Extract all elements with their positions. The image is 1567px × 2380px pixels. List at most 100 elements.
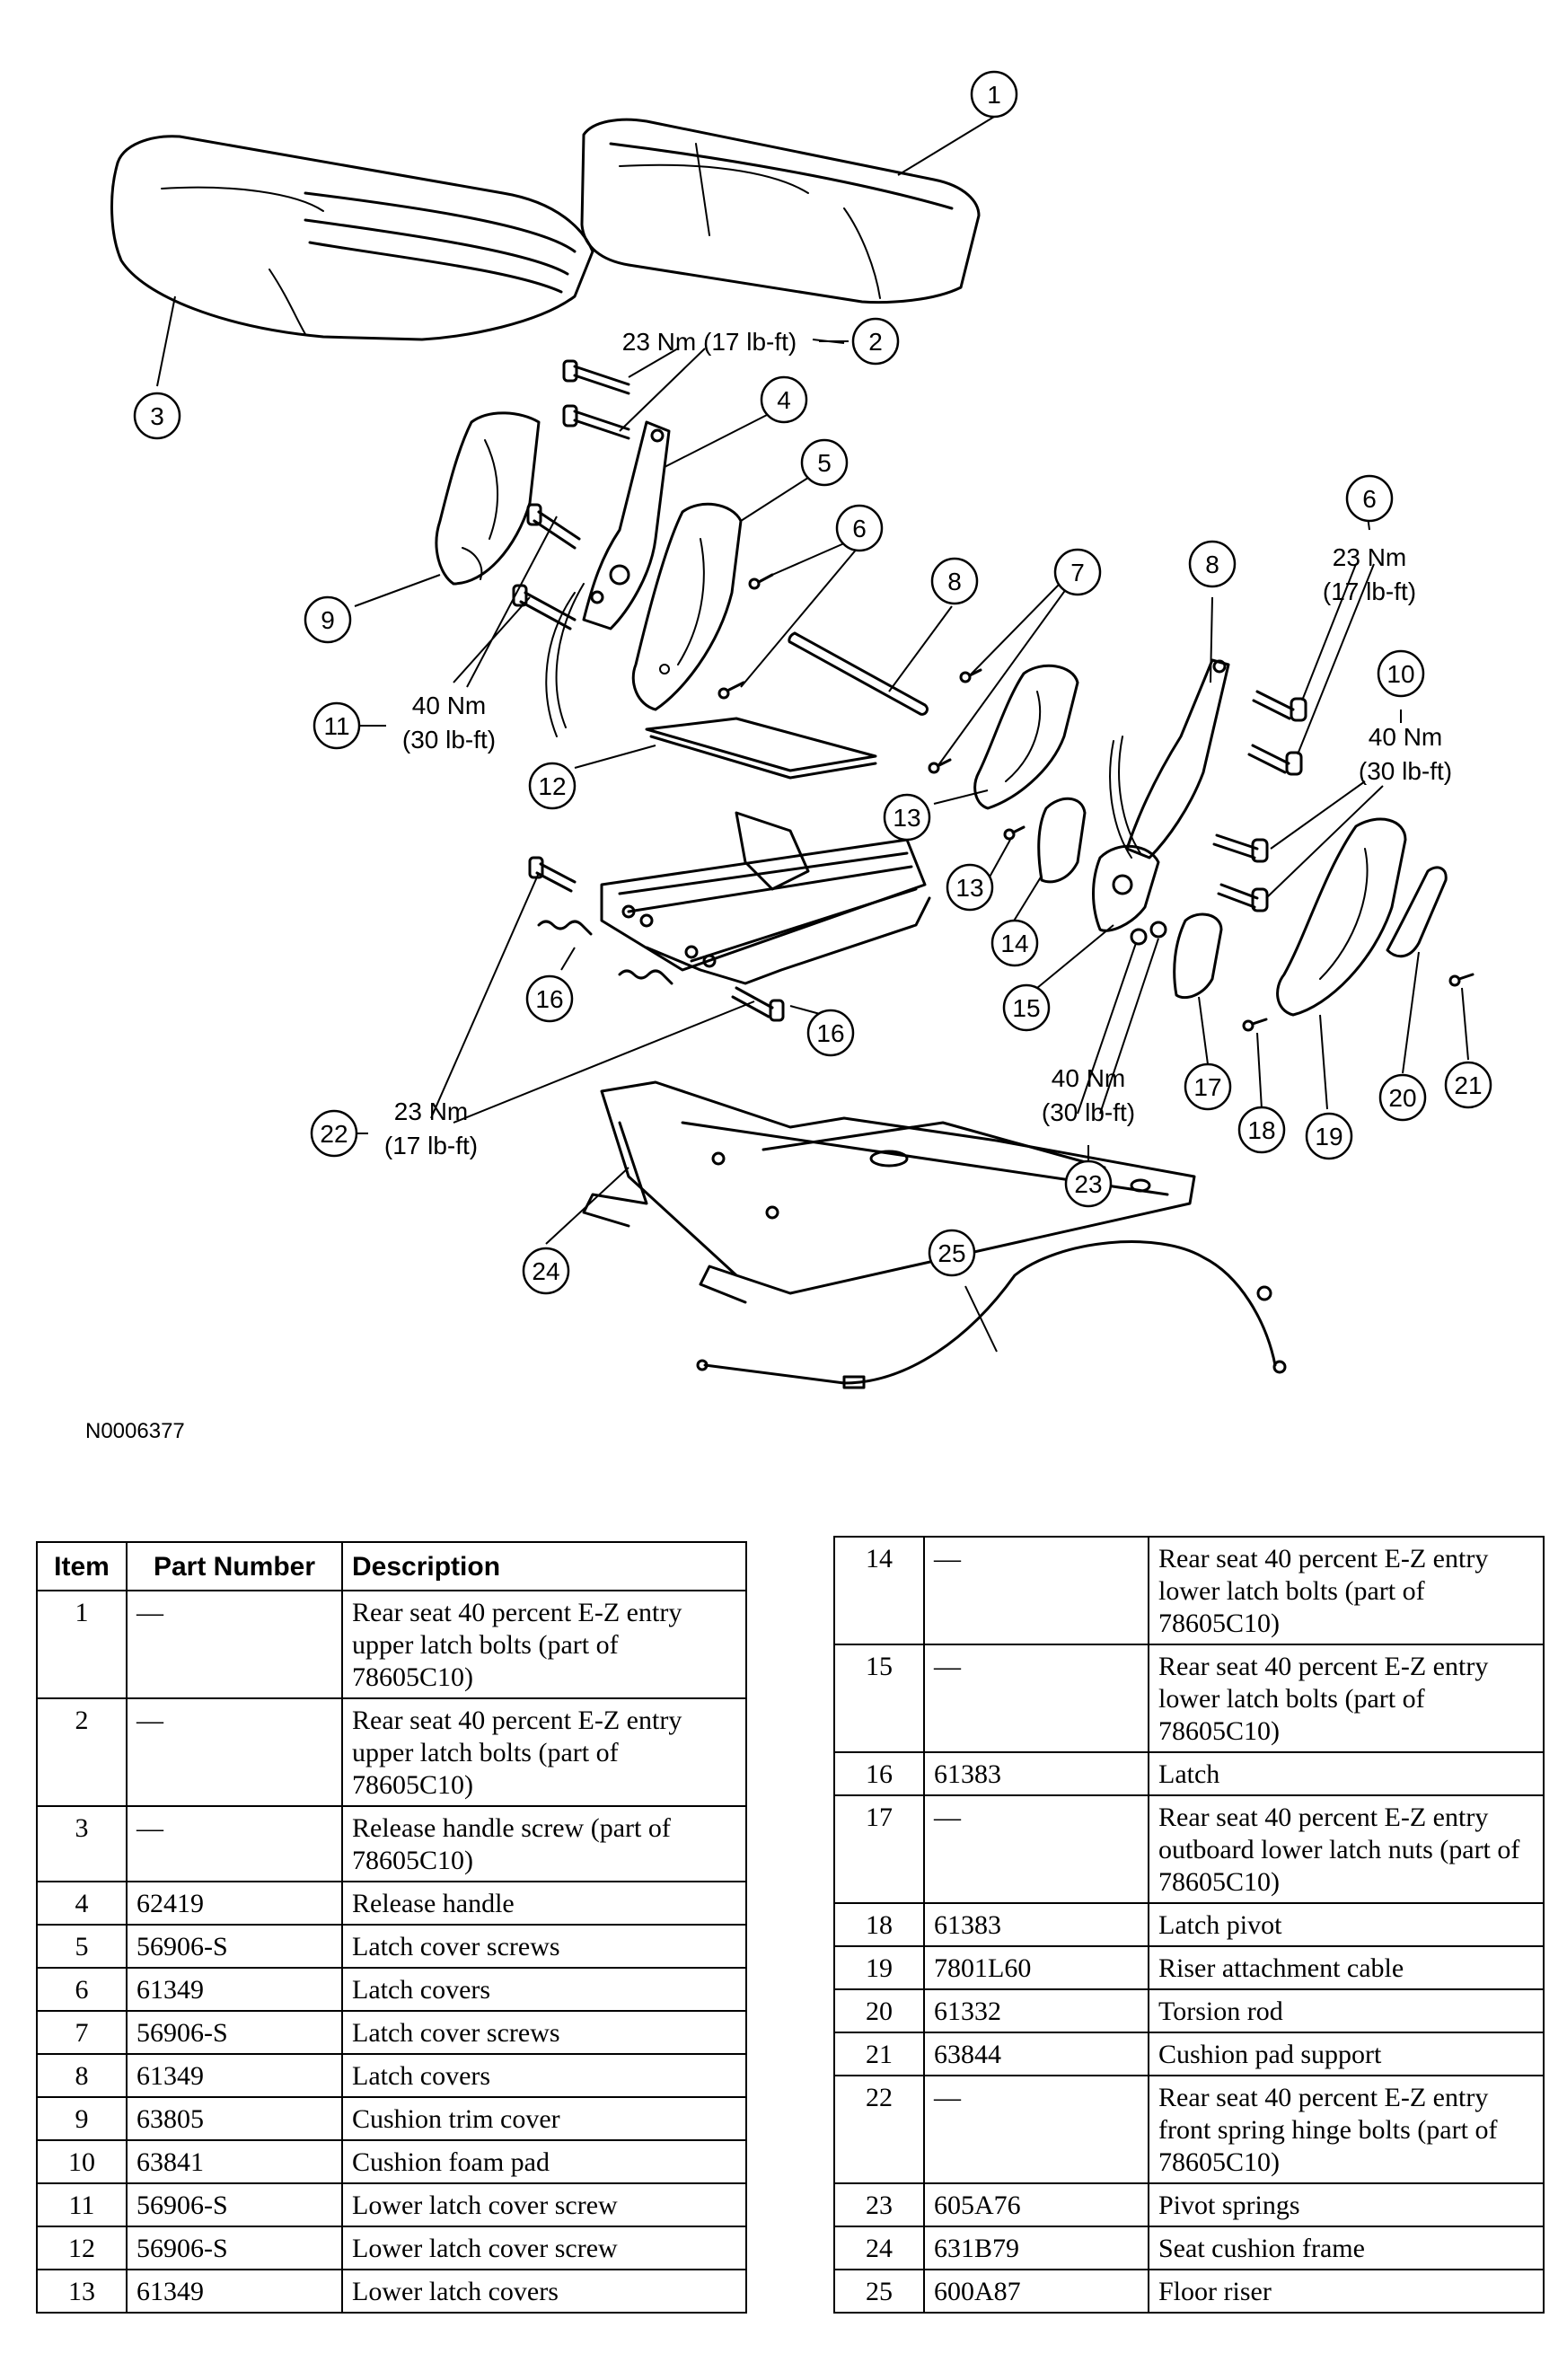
cell-part-number: 61383 <box>923 1902 1149 1947</box>
cell-item: 14 <box>833 1536 925 1645</box>
cell-description: Floor riser <box>1148 2269 1545 2314</box>
cell-part-number: 63805 <box>126 2096 343 2141</box>
torsion-rod-shape <box>788 631 929 716</box>
cell-part-number: 631B79 <box>923 2226 1149 2270</box>
callout-13-lower: 17 <box>1193 1073 1221 1101</box>
cell-part-number: 56906-S <box>126 1924 343 1969</box>
latch-cover-screws-5-shape <box>928 668 982 774</box>
parts-table-right: 14 — Rear seat 40 percent E-Z entry lower … <box>833 1536 1545 2314</box>
cell-item: 23 <box>833 2182 925 2227</box>
callout-21: 12 <box>538 772 566 800</box>
cell-description: Latch pivot <box>1148 1902 1545 1947</box>
latch-lower-shape <box>1092 844 1160 932</box>
callout-8-middle: 5 <box>817 449 832 477</box>
cell-part-number: — <box>923 1794 1149 1904</box>
callout-12: 13 <box>955 874 983 902</box>
cell-description: Rear seat 40 percent E-Z entry outboard … <box>1148 1794 1545 1904</box>
table-row: 14—Rear seat 40 percent E-Z entry lower … <box>833 1536 1545 1645</box>
cell-item: 9 <box>36 2096 128 2141</box>
latch-pivot-shape <box>1109 658 1230 859</box>
cell-part-number: 63844 <box>923 2032 1149 2076</box>
latch-cover-left-shape <box>435 411 541 586</box>
latch-cover-right-shape <box>1276 817 1407 1017</box>
lower-latch-cover-screw-12-shape <box>1003 825 1026 841</box>
release-handle-shape <box>1386 866 1448 958</box>
cell-part-number: — <box>923 2075 1149 2184</box>
cell-part-number: 56906-S <box>126 2010 343 2055</box>
cell-part-number: — <box>126 1590 343 1699</box>
torque-label-17-nm: 40 Nm <box>1052 1064 1125 1092</box>
cell-part-number: 605A76 <box>923 2182 1149 2227</box>
cell-description: Rear seat 40 percent E-Z entry upper lat… <box>341 1590 747 1699</box>
table-row: 3—Release handle screw (part of 78605C10… <box>36 1805 747 1882</box>
pivot-springs-shape <box>537 920 673 985</box>
header-description: Description <box>341 1541 747 1591</box>
cell-description: Latch <box>1148 1751 1545 1796</box>
table-row: 2—Rear seat 40 percent E-Z entry upper l… <box>36 1697 747 1807</box>
cell-description: Pivot springs <box>1148 2182 1545 2227</box>
callout-22: 22 <box>320 1120 348 1148</box>
callout-25: 24 <box>532 1257 559 1285</box>
cell-item: 11 <box>36 2182 128 2227</box>
cell-part-number: 61383 <box>923 1751 1149 1796</box>
latch-cover-middle-shape <box>631 502 743 711</box>
cell-item: 13 <box>36 2269 128 2314</box>
cell-description: Lower latch cover screw <box>341 2182 747 2227</box>
cell-item: 22 <box>833 2075 925 2184</box>
table-row: 1—Rear seat 40 percent E-Z entry upper l… <box>36 1590 747 1699</box>
callout-23: 16 <box>535 985 563 1013</box>
callout-17: 23 <box>1074 1170 1102 1198</box>
cell-description: Rear seat 40 percent E-Z entry front spr… <box>1148 2075 1545 2184</box>
callout-14: 11 <box>323 712 349 740</box>
cell-part-number: 62419 <box>126 1881 343 1926</box>
cell-item: 16 <box>833 1751 925 1796</box>
cell-description: Cushion trim cover <box>341 2096 747 2141</box>
cell-description: Release handle screw (part of 78605C10) <box>341 1805 747 1882</box>
header-part-number: Part Number <box>126 1541 343 1591</box>
table-row: 22—Rear seat 40 percent E-Z entry front … <box>833 2075 1545 2184</box>
cell-item: 5 <box>36 1924 128 1969</box>
lower-latch-bolts-15-shape <box>1212 833 1269 912</box>
cell-item: 6 <box>36 1967 128 2012</box>
callout-6-right: 19 <box>1315 1123 1343 1150</box>
cell-item: 20 <box>833 1988 925 2033</box>
cell-part-number: 61349 <box>126 1967 343 2012</box>
latch-cover-screws-7-shape <box>717 573 774 700</box>
cell-part-number: 56906-S <box>126 2182 343 2227</box>
cell-description: Latch covers <box>341 1967 747 2012</box>
cell-item: 25 <box>833 2269 925 2314</box>
lower-latch-cover-upper-shape <box>1037 797 1087 884</box>
cell-part-number: 63841 <box>126 2139 343 2184</box>
callout-2: 2 <box>868 328 883 356</box>
cell-item: 2 <box>36 1697 128 1807</box>
callout-3: 21 <box>1454 1071 1482 1099</box>
callout-20: 8 <box>947 568 962 595</box>
cushion-pad-support-shape <box>645 717 877 780</box>
table-row: 15—Rear seat 40 percent E-Z entry lower … <box>833 1644 1545 1753</box>
cell-description: Riser attachment cable <box>1148 1945 1545 1990</box>
torque-label-2: 23 Nm (17 lb-ft) <box>622 328 797 356</box>
cell-part-number: 61332 <box>923 1988 1149 2033</box>
latch-cover-center-right-shape <box>973 664 1079 810</box>
cell-item: 8 <box>36 2053 128 2098</box>
cell-item: 10 <box>36 2139 128 2184</box>
cell-description: Rear seat 40 percent E-Z entry lower lat… <box>1148 1536 1545 1645</box>
upper-latch-bolts-1-shape <box>1247 690 1307 776</box>
cell-description: Cushion foam pad <box>341 2139 747 2184</box>
torque-label-17-lbft: (30 lb-ft) <box>1042 1098 1135 1126</box>
cell-item: 24 <box>833 2226 925 2270</box>
cell-description: Latch covers <box>341 2053 747 2098</box>
cell-description: Lower latch covers <box>341 2269 747 2314</box>
table-header-row: Item Part Number Description <box>36 1541 747 1591</box>
cell-item: 4 <box>36 1881 128 1926</box>
